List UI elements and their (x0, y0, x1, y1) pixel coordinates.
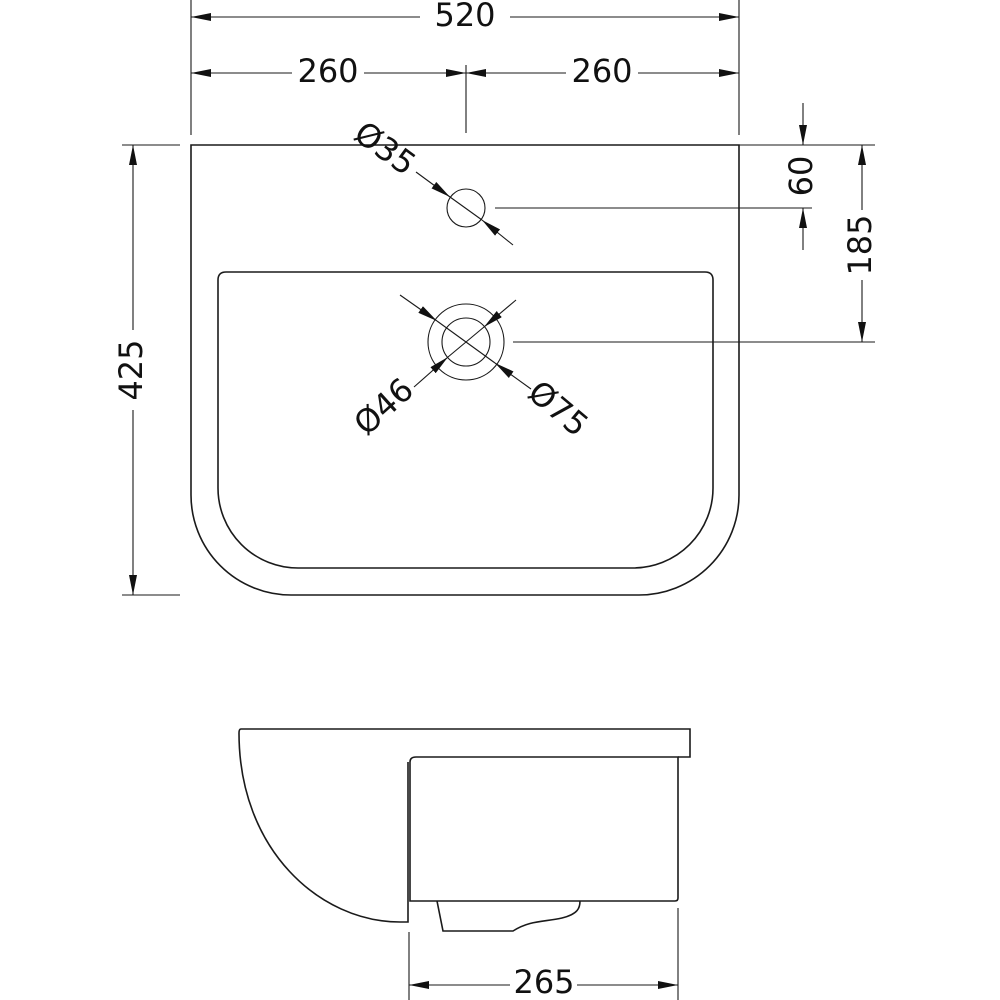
dimension-label-60: 60 (782, 156, 820, 197)
dimension-waste-offset: 185 (513, 145, 879, 343)
dimension-label-185: 185 (841, 214, 879, 275)
side-waste-outlet (436, 900, 581, 932)
dimension-tap-offset: 60 (495, 103, 875, 250)
dimension-tap-hole-diameter: Ø35 (347, 114, 514, 246)
bowl-outline (217, 271, 714, 569)
side-view (238, 728, 691, 932)
waste-inner (441, 317, 491, 367)
dimension-label-260-left: 260 (297, 52, 358, 90)
waste-outer (427, 303, 505, 381)
dimension-overall-width: 520 (190, 0, 740, 135)
dimension-half-widths: 260 260 (191, 52, 739, 133)
dimension-label-260-right: 260 (571, 52, 632, 90)
dimension-label-520: 520 (434, 0, 495, 34)
tap-hole (446, 188, 486, 228)
plan-view (190, 144, 740, 596)
side-profile-outline (238, 728, 691, 923)
dimension-label-diameter-35: Ø35 (347, 114, 423, 183)
dimension-waste-diameters: Ø46 Ø75 (346, 294, 596, 444)
dimension-label-diameter-46: Ø46 (346, 370, 420, 442)
basin-outline (190, 144, 740, 596)
dimension-label-265: 265 (513, 963, 574, 1000)
dimension-label-425: 425 (112, 339, 150, 400)
dimension-projection-depth: 265 (408, 908, 679, 1000)
dimension-label-diameter-75: Ø75 (521, 373, 596, 444)
side-bowl-body (409, 756, 679, 902)
dimension-overall-depth: 425 (112, 144, 180, 596)
